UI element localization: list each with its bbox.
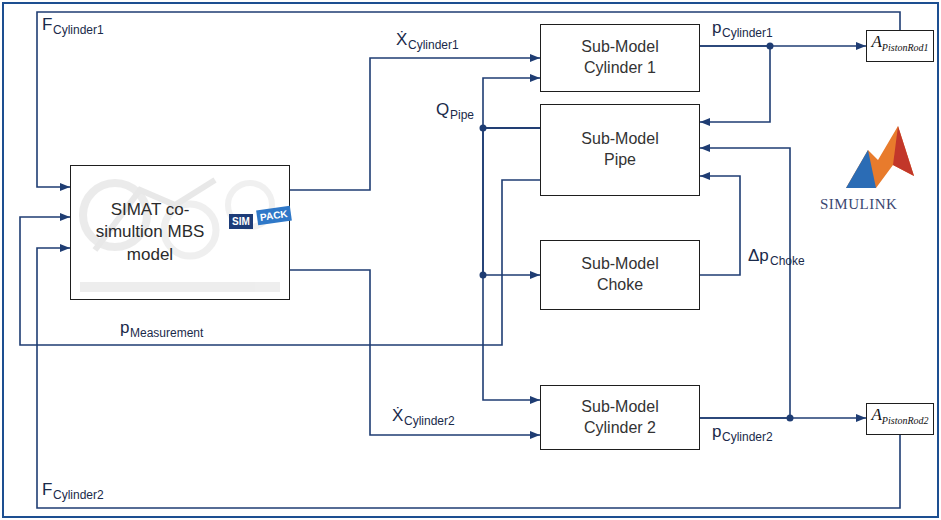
signal-subscript: Cylinder2 [404,415,455,429]
signal-line [483,128,540,275]
signal-line [700,176,740,275]
submodel-box: Sub-Model Pipe [540,104,700,196]
coefficient-symbol: A [871,31,881,53]
signal-subscript: Cylinder1 [722,27,773,41]
logo-text: PACK [256,206,291,226]
signal-name: F [42,15,52,35]
box-title: Sub-Model Cylinder 2 [565,397,675,439]
signal-line [20,180,540,345]
signal-name: p [120,318,129,338]
box-title: Sub-Model Pipe [565,129,675,171]
signal-subscript: Cylinder2 [53,489,104,503]
submodel-box: Sub-Model Choke [540,240,700,310]
signal-line [483,78,540,128]
signal-line [700,46,770,122]
coefficient-subscript: PistonRod1 [882,41,929,54]
signal-subscript: Cylinder1 [53,24,104,38]
signal-name: Q [436,100,449,120]
signal-name: Ẋ [396,30,407,50]
signal-subscript: Choke [770,255,805,269]
simulink-logo [846,126,914,188]
mbs-model-box: SIMAT co-simultion MBS model [70,165,290,300]
box-title: SIMAT co-simultion MBS model [85,199,215,265]
signal-subscript: Cylinder1 [408,39,459,53]
frame [3,3,938,517]
mbs-watermark [80,180,280,292]
submodel-box: Sub-Model Cylinder 2 [540,385,700,450]
signal-subscript: Cylinder2 [722,431,773,445]
signal-line [37,248,900,508]
signal-subscript: Measurement [130,327,203,341]
signal-line [290,58,540,190]
coefficient-symbol: A [871,404,881,426]
signal-name: p [712,18,721,38]
signal-line [483,128,540,400]
signal-line [700,148,790,418]
signal-name: F [42,480,52,500]
signal-subscript: Pipe [450,109,474,123]
gain-block: APistonRod2 [866,403,934,435]
signal-name: Δp [748,246,769,266]
box-title: Sub-Model Cylinder 1 [565,37,675,79]
signal-line [37,12,900,187]
brand-name: SIMULINK [820,196,897,213]
box-title: Sub-Model Choke [565,254,675,296]
coefficient-subscript: PistonRod2 [882,414,929,427]
junction-dots [480,43,794,422]
signal-name: Ẋ [392,406,403,426]
gain-block: APistonRod1 [866,30,934,62]
signal-name: p [712,422,721,442]
submodel-box: Sub-Model Cylinder 1 [540,24,700,92]
logo-text: SIM [229,214,253,229]
